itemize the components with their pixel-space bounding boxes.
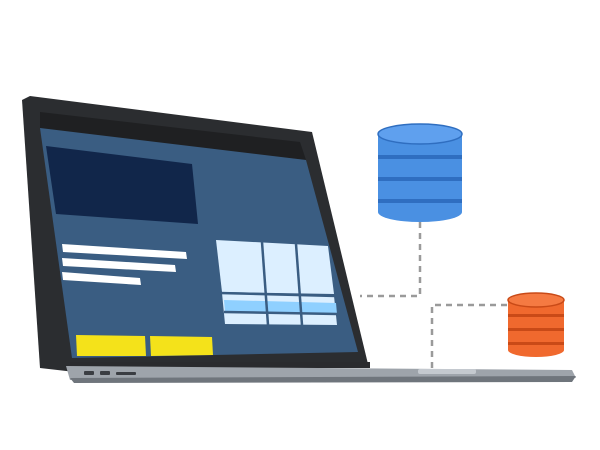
laptop-base-shadow bbox=[70, 376, 576, 383]
database-icon-small bbox=[507, 292, 565, 357]
dashed-connector-large-db bbox=[360, 222, 422, 298]
laptop-icon bbox=[22, 96, 576, 383]
laptop-hinge bbox=[70, 362, 370, 368]
laptop-trackpad-notch bbox=[418, 369, 476, 374]
screen-dark-panel bbox=[46, 146, 198, 224]
laptop-top-bar bbox=[40, 112, 306, 160]
screen-button-primary bbox=[76, 335, 146, 356]
screen-text-lines bbox=[62, 244, 187, 285]
database-icon-large bbox=[377, 123, 463, 222]
laptop-ports bbox=[84, 371, 136, 375]
screen-table bbox=[216, 240, 338, 326]
dashed-connector-small-db bbox=[430, 303, 507, 368]
screen-button-secondary bbox=[150, 336, 213, 356]
